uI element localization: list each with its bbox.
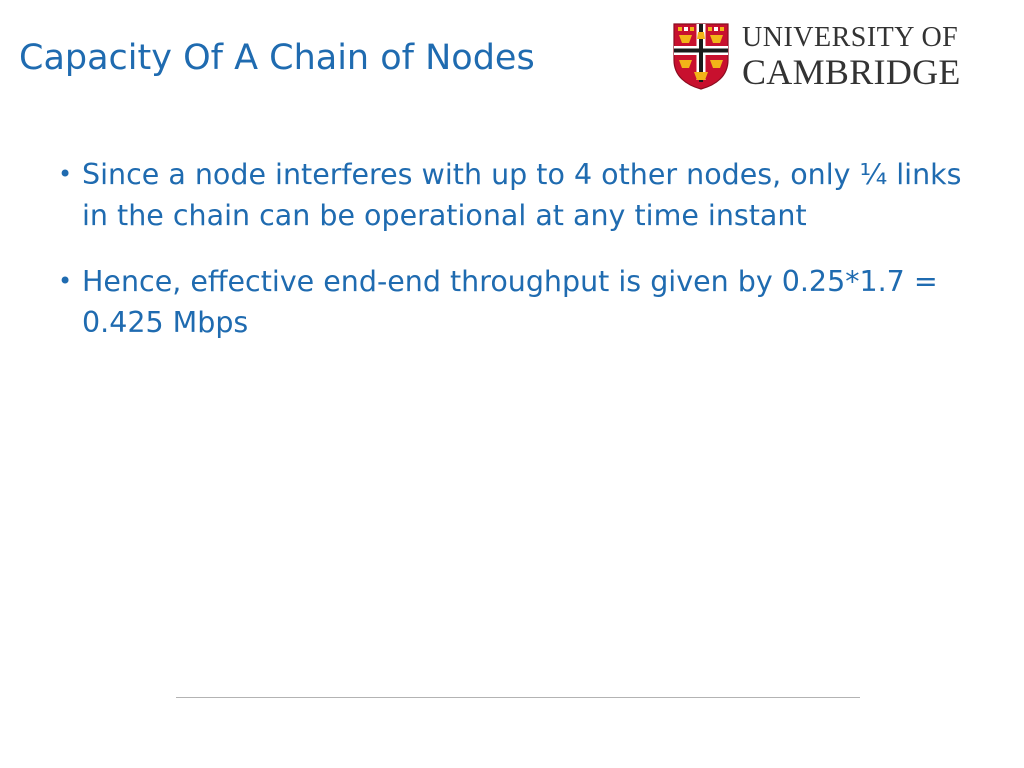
bullet-dot-icon: • [58,160,73,188]
bullet-text: Since a node interferes with up to 4 oth… [82,158,962,232]
bullet-dot-icon: • [58,267,73,295]
slide-title: Capacity Of A Chain of Nodes [19,38,535,78]
wordmark-line-1: UNIVERSITY OF [742,22,959,53]
university-logo: UNIVERSITY OF CAMBRIDGE [672,22,984,92]
bullet-item: • Since a node interferes with up to 4 o… [56,154,976,236]
bullet-list: • Since a node interferes with up to 4 o… [56,154,976,368]
cambridge-crest-icon [673,23,729,90]
bullet-text: Hence, effective end-end throughput is g… [82,265,938,339]
footer-divider [176,697,860,698]
wordmark-line-2: CAMBRIDGE [742,52,961,92]
bullet-item: • Hence, effective end-end throughput is… [56,261,976,343]
